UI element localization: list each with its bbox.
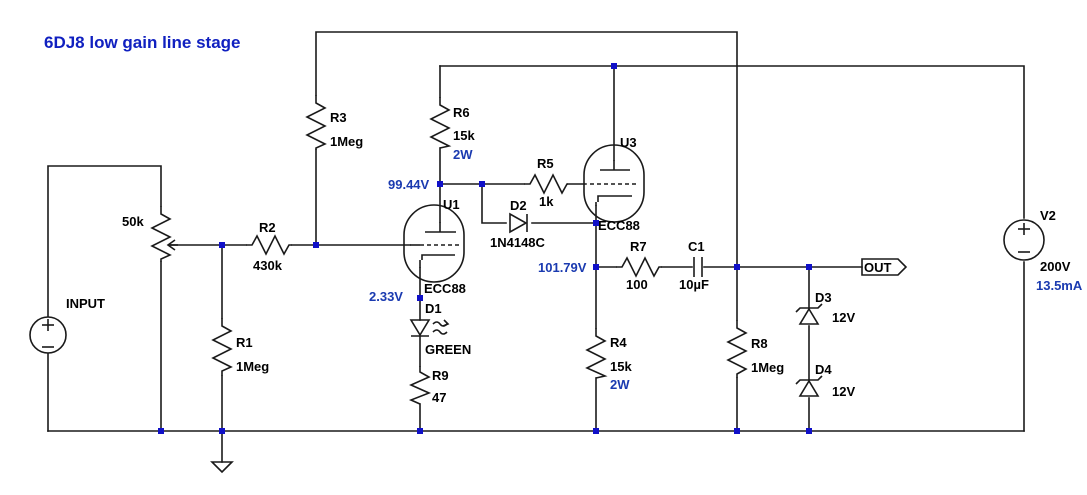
junction-node: [479, 181, 485, 187]
voltage-u1-plate: 99.44V: [388, 177, 430, 192]
d1-name: D1: [425, 301, 442, 316]
capacitor-c1: [693, 257, 703, 277]
r2-value: 430k: [253, 258, 283, 273]
junction-node: [417, 295, 423, 301]
d1-value: GREEN: [425, 342, 471, 357]
wire-plate-d2: [481, 183, 507, 224]
v2-name: V2: [1040, 208, 1056, 223]
junction-node: [593, 264, 599, 270]
resistor-r6: [429, 97, 452, 149]
junction-node: [593, 428, 599, 434]
d2-value: 1N4148C: [490, 235, 546, 250]
d3-value: 12V: [832, 310, 855, 325]
out-label: OUT: [864, 260, 892, 275]
r4-name: R4: [610, 335, 627, 350]
r6-name: R6: [453, 105, 470, 120]
pot-50k: [150, 206, 178, 262]
wire-b-plus-rail: [439, 65, 1025, 219]
voltage-u1-cathode: 2.33V: [369, 289, 403, 304]
junction-node: [806, 264, 812, 270]
r7-value: 100: [626, 277, 648, 292]
ground-symbol: [210, 461, 234, 474]
wires: [47, 31, 1025, 463]
r5-value: 1k: [539, 194, 554, 209]
r1-name: R1: [236, 335, 253, 350]
c1-value: 10µF: [679, 277, 709, 292]
r9-value: 47: [432, 390, 446, 405]
tube-u3: [583, 144, 645, 223]
voltage-u3-cathode: 101.79V: [538, 260, 587, 275]
d4-value: 12V: [832, 384, 855, 399]
zener-d3: [795, 303, 823, 325]
r6-value: 15k: [453, 128, 475, 143]
out-port: [861, 258, 908, 276]
r5-name: R5: [537, 156, 554, 171]
r3-value: 1Meg: [330, 134, 363, 149]
junction-node: [437, 181, 443, 187]
junction-node: [734, 428, 740, 434]
r1-value: 1Meg: [236, 359, 269, 374]
u1-name: U1: [443, 197, 460, 212]
junction-node: [806, 428, 812, 434]
c1-name: C1: [688, 239, 705, 254]
resistor-r8: [726, 320, 748, 378]
schematic-title: 6DJ8 low gain line stage: [44, 33, 241, 52]
r9-name: R9: [432, 368, 449, 383]
r4-power: 2W: [610, 377, 630, 392]
v2-current: 13.5mA: [1036, 278, 1083, 293]
input-label: INPUT: [66, 296, 105, 311]
u1-value: ECC88: [424, 281, 466, 296]
led-d1: [409, 319, 450, 337]
r3-name: R3: [330, 110, 347, 125]
r6-power: 2W: [453, 147, 473, 162]
wire-r3-r8-loop: [315, 31, 738, 321]
junction-node: [219, 428, 225, 434]
wire-input-top: [47, 165, 162, 317]
r8-name: R8: [751, 336, 768, 351]
d2-name: D2: [510, 198, 527, 213]
r8-value: 1Meg: [751, 360, 784, 375]
tube-u1: [403, 204, 465, 283]
resistor-r2: [246, 234, 292, 256]
junction-node: [313, 242, 319, 248]
resistor-r5: [524, 173, 568, 195]
junction-node: [734, 264, 740, 270]
pot-value: 50k: [122, 214, 144, 229]
v2-value: 200V: [1040, 259, 1071, 274]
resistor-r3: [305, 95, 327, 150]
r7-name: R7: [630, 239, 647, 254]
u3-value: ECC88: [598, 218, 640, 233]
d4-name: D4: [815, 362, 832, 377]
resistor-r4: [585, 328, 608, 379]
junction-node: [417, 428, 423, 434]
resistor-r1: [211, 318, 233, 376]
junction-node: [611, 63, 617, 69]
voltage-source-v2: [1003, 219, 1045, 261]
input-source: [29, 316, 67, 354]
junction-node: [158, 428, 164, 434]
junction-nodes: [158, 63, 812, 434]
d3-name: D3: [815, 290, 832, 305]
r4-value: 15k: [610, 359, 632, 374]
r2-name: R2: [259, 220, 276, 235]
u3-name: U3: [620, 135, 637, 150]
junction-node: [219, 242, 225, 248]
zener-d4: [795, 375, 823, 397]
resistor-r7: [616, 256, 662, 278]
resistor-r9: [408, 366, 432, 405]
junction-node: [593, 220, 599, 226]
diode-d2: [509, 212, 528, 234]
